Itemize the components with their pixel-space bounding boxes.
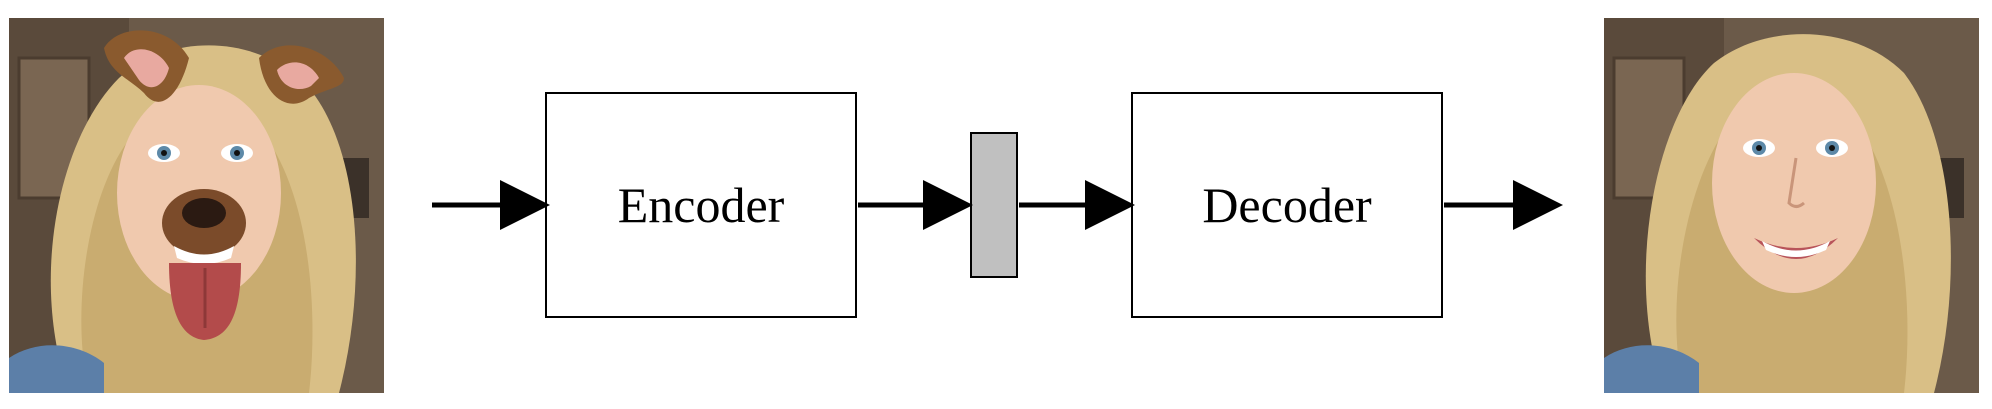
decoder-label: Decoder — [1202, 177, 1372, 233]
decoder-box: Decoder — [1131, 92, 1443, 318]
latent-code-bar — [970, 132, 1018, 278]
input-face-illustration — [9, 18, 384, 393]
output-photo — [1604, 18, 1979, 393]
output-face-illustration — [1604, 18, 1979, 393]
input-photo — [9, 18, 384, 393]
encoder-label: Encoder — [617, 177, 785, 233]
encoder-box: Encoder — [545, 92, 857, 318]
